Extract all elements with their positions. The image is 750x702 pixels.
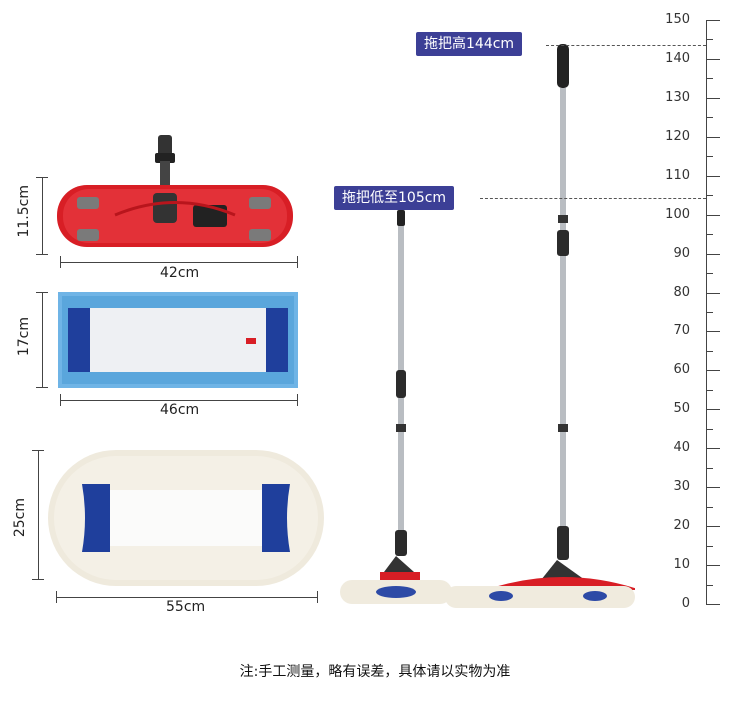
short-mop-image bbox=[340, 210, 452, 604]
ruler-major-tick bbox=[706, 331, 720, 333]
measurement-note: 注:手工测量，略有误差，具体请以实物为准 bbox=[239, 664, 511, 680]
cotton-pad-width-label: 55cm bbox=[166, 599, 206, 615]
ruler-major-tick bbox=[706, 487, 720, 489]
ruler-minor-tick bbox=[706, 39, 713, 41]
mop-head-image bbox=[57, 135, 293, 247]
mop-head-height-label: 11.5cm bbox=[16, 185, 32, 238]
ruler-minor-tick bbox=[706, 195, 713, 197]
ruler-label-150: 150 bbox=[665, 12, 690, 27]
ruler-minor-tick bbox=[706, 78, 713, 80]
ruler-label-20: 20 bbox=[673, 518, 690, 534]
cotton-pad-image bbox=[48, 450, 324, 586]
ruler-minor-tick bbox=[706, 467, 713, 469]
ruler-label-60: 60 bbox=[673, 362, 690, 378]
ruler-minor-tick bbox=[706, 584, 713, 586]
ruler-major-tick bbox=[706, 370, 720, 372]
ruler-label-40: 40 bbox=[673, 440, 690, 456]
microfiber-pad-width-label: 46cm bbox=[160, 402, 200, 418]
ruler-label-130: 130 bbox=[665, 89, 690, 105]
ruler-label-10: 10 bbox=[673, 557, 690, 573]
ruler-label-120: 120 bbox=[665, 128, 690, 144]
ruler-minor-tick bbox=[706, 156, 713, 158]
min-height-line bbox=[480, 198, 706, 199]
ruler-major-tick bbox=[706, 20, 720, 21]
microfiber-pad-height-label: 17cm bbox=[16, 317, 32, 357]
ruler-minor-tick bbox=[706, 350, 713, 352]
ruler-minor-tick bbox=[706, 545, 713, 547]
ruler-label-0: 0 bbox=[681, 596, 690, 611]
ruler-major-tick bbox=[706, 136, 720, 138]
mop-head-width-label: 42cm bbox=[160, 265, 200, 281]
cotton-pad-height-label: 25cm bbox=[12, 498, 28, 538]
ruler-label-140: 140 bbox=[665, 50, 690, 66]
ruler-label-100: 100 bbox=[665, 206, 690, 222]
min-height-tag: 拖把低至105cm bbox=[334, 186, 455, 210]
ruler-minor-tick bbox=[706, 506, 713, 508]
ruler-major-tick bbox=[706, 292, 720, 294]
ruler-label-80: 80 bbox=[673, 284, 690, 300]
ruler-major-tick bbox=[706, 97, 720, 99]
ruler-label-70: 70 bbox=[673, 323, 690, 339]
ruler-label-110: 110 bbox=[665, 167, 690, 183]
ruler-major-tick bbox=[706, 253, 720, 255]
ruler-label-30: 30 bbox=[673, 479, 690, 495]
max-height-line bbox=[546, 45, 706, 46]
ruler-major-tick bbox=[706, 604, 720, 605]
ruler-major-tick bbox=[706, 526, 720, 528]
ruler-major-tick bbox=[706, 409, 720, 411]
ruler-label-90: 90 bbox=[673, 245, 690, 261]
microfiber-pad-image bbox=[58, 292, 298, 388]
cotton-pad-panel: 55cm 25cm bbox=[0, 440, 330, 620]
ruler-major-tick bbox=[706, 175, 720, 177]
ruler-minor-tick bbox=[706, 312, 713, 313]
ruler-label-50: 50 bbox=[673, 401, 690, 417]
microfiber-pad-panel: 46cm 17cm bbox=[0, 285, 320, 425]
ruler-minor-tick bbox=[706, 234, 713, 236]
ruler-minor-tick bbox=[706, 273, 713, 275]
ruler-minor-tick bbox=[706, 428, 713, 430]
tall-mop-image bbox=[445, 44, 635, 608]
ruler-major-tick bbox=[706, 214, 720, 216]
max-height-tag: 拖把高144cm bbox=[416, 32, 523, 56]
ruler-minor-tick bbox=[706, 117, 713, 119]
ruler-major-tick bbox=[706, 448, 720, 450]
ruler-major-tick bbox=[706, 58, 720, 60]
mop-head-panel: 42cm 11.5cm bbox=[0, 130, 320, 281]
ruler-minor-tick bbox=[706, 389, 713, 391]
ruler-major-tick bbox=[706, 565, 720, 567]
